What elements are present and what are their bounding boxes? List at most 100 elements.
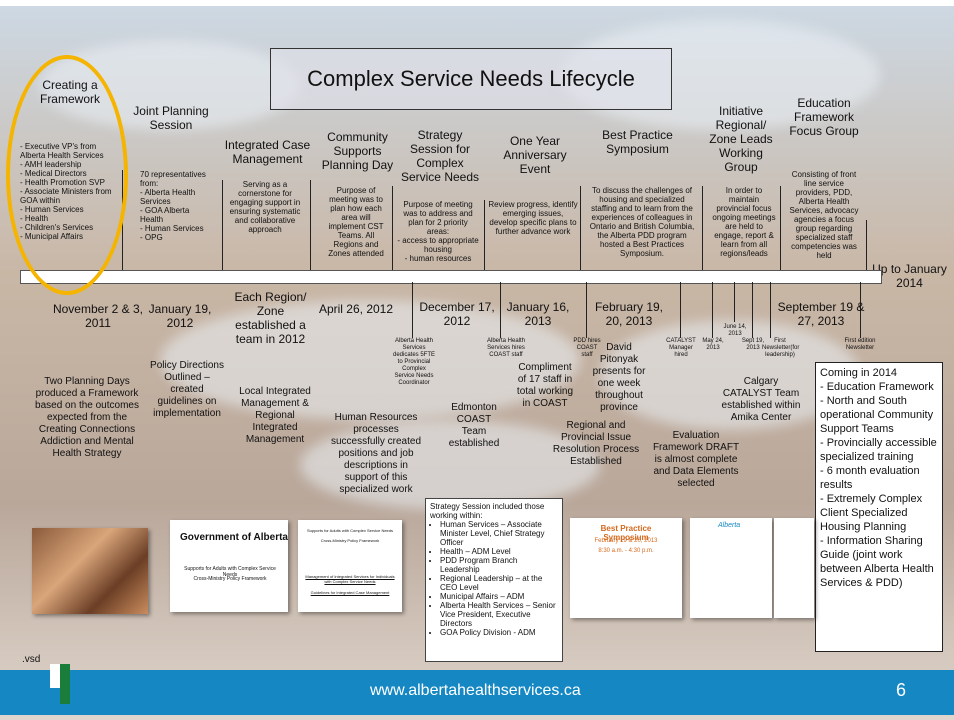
doc2-subtitle: Cross-Ministry Policy Framework	[320, 538, 380, 543]
connector	[734, 282, 735, 322]
date-feb-2013: February 19, 20, 2013	[594, 300, 664, 328]
heading-initiative: Initiative Regional/ Zone Leads Working …	[709, 104, 773, 174]
doc2-title: Supports for Adults with Complex Service…	[306, 528, 394, 533]
symposium-flyer-thumb: Best Practice Symposium February 19 & 20…	[570, 518, 682, 618]
heading-anniversary: One Year Anniversary Event	[503, 134, 567, 176]
coming-item: - Information Sharing Guide (joint work …	[820, 535, 934, 589]
connector	[780, 186, 781, 270]
coming-in-2014-box: Coming in 2014 - Education Framework - N…	[815, 362, 943, 652]
event-jun-14: June 14, 2013	[723, 324, 747, 337]
cloud	[160, 300, 580, 420]
date-jan-2013: January 16, 2013	[506, 300, 570, 328]
block-joint-planning: 70 representatives from: - Alberta Healt…	[140, 170, 206, 242]
heading-integrated-case-management: Integrated Case Management	[224, 138, 311, 166]
connector	[580, 186, 581, 270]
strategy-item: Municipal Affairs – ADM	[440, 592, 558, 601]
event-catalyst-manager: CATALYST Manager hired	[666, 338, 696, 358]
block-icm: Serving as a cornerstone for engaging su…	[229, 180, 301, 234]
connector	[752, 282, 753, 338]
note-compliment: Compliment of 17 staff in total working …	[516, 362, 574, 409]
note-david-pitonyak: David Pitonyak presents for one week thr…	[592, 342, 646, 413]
event-pdd-coast: PDD hires COAST staff	[573, 338, 601, 358]
goa-doc-title: Government of Alberta	[180, 532, 288, 543]
strategy-item: Human Services – Associate Minister Leve…	[440, 520, 558, 547]
note-policy-directions: Policy Directions Outlined – created gui…	[150, 360, 224, 419]
heading-strategy-session: Strategy Session for Complex Service Nee…	[400, 128, 480, 184]
block-best-practice: To discuss the challenges of housing and…	[589, 186, 695, 258]
strategy-intro: Strategy Session included those working …	[430, 502, 545, 520]
date-apr-2012: April 26, 2012	[318, 302, 394, 316]
strategy-item: Regional Leadership – at the CEO Level	[440, 574, 558, 592]
page-title: Complex Service Needs Lifecycle	[270, 48, 672, 110]
cloud	[300, 420, 600, 510]
event-first-newsletter: First Newsletter(for leadership)	[762, 338, 800, 358]
highlight-oval	[6, 55, 128, 295]
connector	[310, 180, 311, 270]
doc2-bullet2: Guidelines for Integrated Case Managemen…	[310, 590, 390, 595]
coming-item: - Extremely Complex Client Specialized H…	[820, 493, 923, 533]
note-edmonton-coast: Edmonton COAST Team established	[448, 402, 500, 449]
connector	[484, 200, 485, 270]
block-initiative: In order to maintain provincial focus on…	[712, 186, 776, 258]
connector	[222, 180, 223, 270]
heading-best-practice: Best Practice Symposium	[602, 128, 673, 156]
event-ahs-5fte: Alberta Health Services dedicates 5FTE t…	[392, 338, 436, 386]
strategy-item: PDD Program Branch Leadership	[440, 556, 558, 574]
alberta-document-thumb: Alberta	[690, 518, 772, 618]
timeline-bar	[20, 270, 882, 284]
logo-white-strip	[50, 664, 60, 688]
date-sep-2013: September 19 & 27, 2013	[777, 300, 865, 328]
connector	[680, 282, 681, 338]
heading-joint-planning: Joint Planning Session	[133, 104, 209, 132]
coming-item: - 6 month evaluation results	[820, 465, 920, 491]
connector	[702, 186, 703, 270]
block-anniversary: Review progress, identify emerging issue…	[488, 200, 578, 236]
connector	[712, 282, 713, 338]
block-education: Consisting of front line service provide…	[789, 170, 859, 260]
note-calgary-catalyst: Calgary CATALYST Team established within…	[721, 376, 801, 423]
connector	[392, 186, 393, 270]
hands-image	[32, 528, 148, 614]
goa-doc-subtitle2: Cross-Ministry Policy Framework	[193, 576, 267, 582]
alberta-logo: Alberta	[718, 522, 741, 529]
connector	[412, 282, 413, 338]
vsd-label: .vsd	[22, 654, 41, 665]
heading-community-supports: Community Supports Planning Day	[321, 130, 394, 172]
event-first-edition: First edition Newsletter	[844, 338, 876, 351]
date-each-region: Each Region/ Zone established a team in …	[234, 290, 307, 346]
goa-document-thumb: Government of Alberta Supports for Adult…	[170, 520, 288, 612]
coming-item: - Education Framework	[820, 381, 934, 393]
heading-education-framework: Education Framework Focus Group	[789, 96, 859, 138]
note-human-resources: Human Resources processes successfully c…	[330, 412, 422, 495]
coming-title: Coming in 2014	[820, 367, 898, 379]
doc2-bullet1: Management of Integrated Services for In…	[305, 574, 395, 584]
date-nov-2011: November 2 & 3, 2011	[52, 302, 144, 330]
page-number: 6	[896, 680, 907, 700]
connector	[500, 282, 501, 338]
symposium-time: 8:30 a.m. - 4:30 p.m.	[598, 548, 654, 554]
top-border	[0, 0, 954, 6]
event-ahs-coast: Alberta Health Services hires COAST staf…	[486, 338, 526, 358]
note-evaluation-framework: Evaluation Framework DRAFT is almost com…	[652, 430, 740, 489]
extra-document-thumb	[774, 518, 814, 618]
block-strategy: Purpose of meeting was to address and pl…	[397, 200, 479, 263]
strategy-session-box: Strategy Session included those working …	[425, 498, 563, 662]
logo-green-strip	[60, 664, 70, 704]
coming-item: - Provincially accessible specialized tr…	[820, 437, 937, 463]
connector	[586, 282, 587, 338]
symposium-title: Best Practice Symposium	[600, 524, 652, 542]
event-sep-19: Sept 19, 2013	[741, 338, 765, 351]
note-issue-resolution: Regional and Provincial Issue Resolution…	[552, 420, 640, 467]
connector	[770, 282, 771, 338]
up-to-label: Up to January 2014	[872, 262, 947, 290]
event-may-24: May 24, 2013	[702, 338, 724, 351]
strategy-item: Alberta Health Services – Senior Vice Pr…	[440, 601, 558, 628]
connector	[866, 220, 867, 270]
goa-doc-subtitle: Supports for Adults with Complex Service…	[184, 566, 276, 578]
footer-url[interactable]: www.albertahealthservices.ca	[370, 682, 581, 699]
symposium-date: February 19 & 20, 2013	[594, 538, 658, 544]
strategy-item: GOA Policy Division - ADM	[440, 628, 558, 637]
block-community: Purpose of meeting was to plan how each …	[328, 186, 384, 258]
connector	[860, 282, 861, 338]
